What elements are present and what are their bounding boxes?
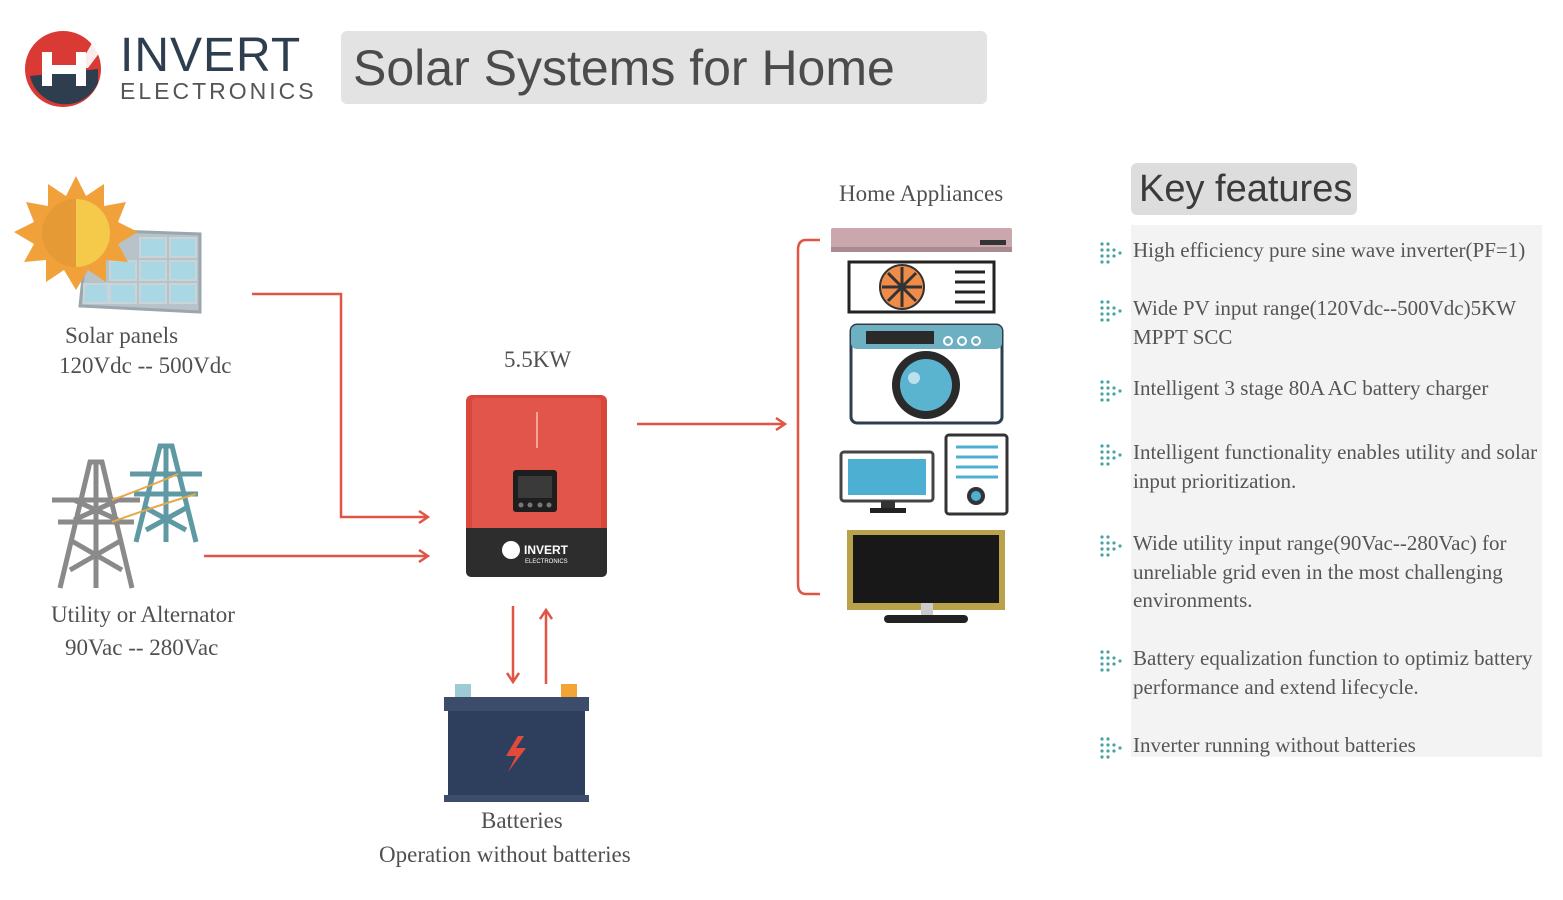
feature-text: Battery equalization function to optimiz…	[1133, 646, 1533, 699]
utility-range: 90Vac -- 280Vac	[65, 635, 218, 660]
feature-text: Wide PV input range(120Vdc--500Vdc)5KW M…	[1133, 296, 1516, 349]
air-conditioner-icon	[831, 228, 1012, 252]
solar-to-inverter-arrow	[252, 292, 428, 517]
appliances-bracket	[796, 238, 820, 596]
solar-label: Solar panels	[65, 323, 178, 348]
inverter-brand: INVERT	[524, 543, 569, 557]
dot-grid-bullet-icon	[1100, 300, 1122, 322]
key-features-heading: Key features	[1139, 168, 1353, 210]
page-title-box: Solar Systems for Home	[341, 31, 987, 104]
dot-grid-bullet-icon	[1100, 737, 1122, 759]
power-tower-icon-2	[130, 443, 202, 543]
feature-text: High efficiency pure sine wave inverter(…	[1133, 238, 1526, 262]
feature-text: Inverter running without batteries	[1133, 733, 1416, 757]
feature-text: Wide utility input range(90Vac--280Vac) …	[1133, 531, 1507, 612]
brand-name: INVERT	[120, 29, 302, 82]
dot-grid-bullet-icon	[1100, 242, 1122, 264]
brand-logo: INVERT ELECTRONICS	[18, 28, 328, 110]
utility-label: Utility or Alternator	[51, 602, 235, 627]
solar-range: 120Vdc -- 500Vdc	[59, 353, 231, 378]
sun-icon	[14, 176, 138, 290]
inverter-power-label: 5.5KW	[504, 347, 571, 372]
brand-subname: ELECTRONICS	[120, 78, 317, 104]
power-tower-icon	[52, 459, 140, 589]
inverter-brand-sub: ELECTRONICS	[525, 559, 568, 565]
dot-grid-bullet-icon	[1100, 535, 1122, 557]
computer-monitor-icon	[839, 450, 935, 513]
television-icon	[847, 530, 1005, 623]
washing-machine-icon	[849, 323, 1004, 425]
dot-grid-bullet-icon	[1100, 444, 1122, 466]
page-title: Solar Systems for Home	[353, 40, 895, 96]
fan-unit-icon	[847, 260, 996, 314]
batteries-label: Batteries	[481, 808, 563, 833]
key-features-heading-box: Key features	[1131, 163, 1357, 215]
appliances-label: Home Appliances	[839, 181, 1003, 206]
feature-text: Intelligent functionality enables utilit…	[1133, 440, 1538, 493]
solar-panel-icon	[78, 228, 202, 314]
pc-tower-icon	[944, 433, 1009, 516]
battery-icon	[444, 684, 589, 802]
key-features-panel	[1131, 225, 1542, 757]
feature-text: Intelligent 3 stage 80A AC battery charg…	[1133, 376, 1489, 400]
dot-grid-bullet-icon	[1100, 380, 1122, 402]
batteries-note: Operation without batteries	[379, 842, 631, 867]
logo-mark-icon	[25, 31, 112, 107]
dot-grid-bullet-icon	[1100, 650, 1122, 672]
inverter-device: INVERT ELECTRONICS	[466, 395, 607, 577]
